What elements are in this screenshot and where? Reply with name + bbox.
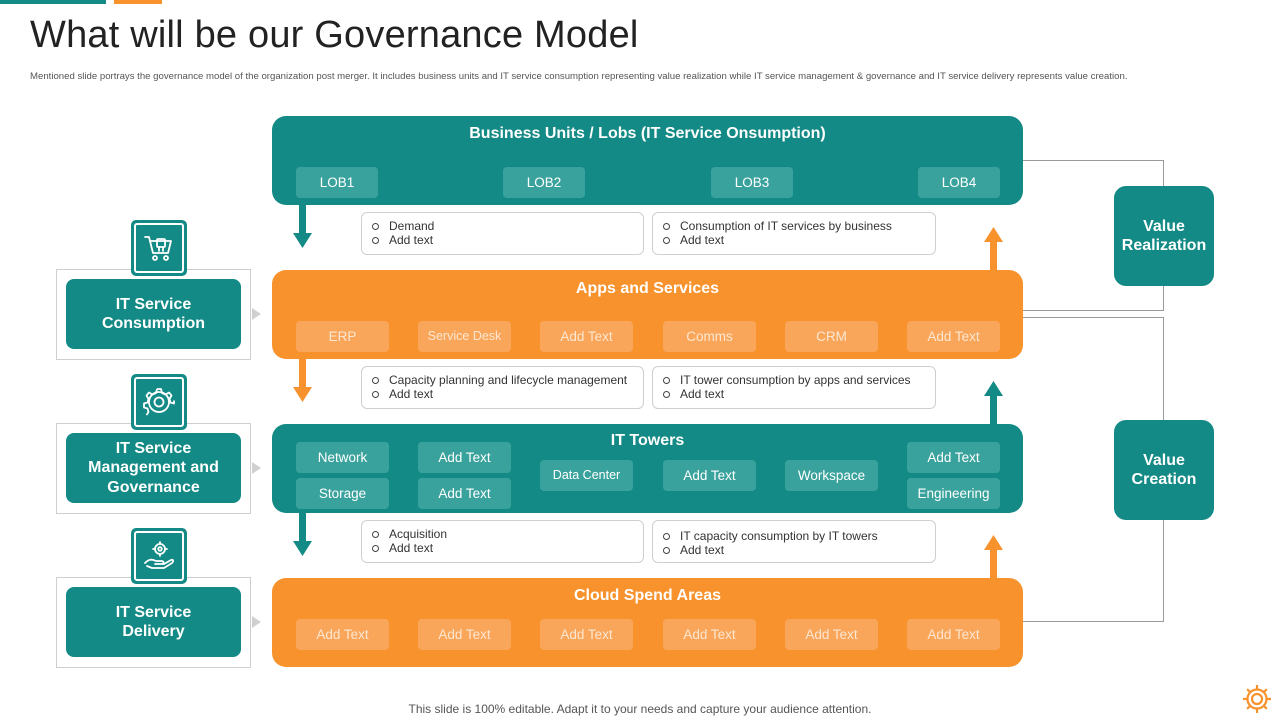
note-tower-consumption: IT tower consumption by apps and service…: [652, 366, 936, 409]
note-text: IT tower consumption by apps and service…: [680, 373, 911, 387]
chip-engineering: Engineering: [907, 478, 1000, 509]
note-text: Capacity planning and lifecycle manageme…: [389, 373, 628, 387]
pointer-management: [252, 462, 261, 474]
chip-lob3: LOB3: [711, 167, 793, 198]
chip-cloud-add-text-5: Add Text: [785, 619, 878, 650]
chip-towers-add-text-1: Add Text: [418, 442, 511, 473]
bullet-icon: [663, 532, 670, 540]
bullet-icon: [663, 236, 670, 244]
bullet-icon: [663, 222, 670, 230]
note-text: Consumption of IT services by business: [680, 219, 892, 233]
note-text: Add text: [680, 387, 725, 401]
chip-lob4: LOB4: [918, 167, 1000, 198]
icon-badge-management: [131, 374, 187, 430]
label-it-service-delivery: IT Service Delivery: [66, 587, 241, 657]
chip-crm: CRM: [785, 321, 878, 352]
band-cloud-spend: Cloud Spend Areas: [272, 578, 1023, 667]
chip-service-desk: Service Desk: [418, 321, 511, 352]
note-text: Demand: [389, 219, 435, 233]
arrow-down-1: [293, 205, 312, 248]
chip-towers-add-text-2: Add Text: [418, 478, 511, 509]
note-text: Add text: [389, 387, 434, 401]
chip-cloud-add-text-1: Add Text: [296, 619, 389, 650]
gear-icon: [1243, 685, 1271, 713]
value-realization-box: Value Realization: [1114, 186, 1214, 286]
chip-storage: Storage: [296, 478, 389, 509]
pointer-consumption: [252, 308, 261, 320]
bullet-icon: [663, 376, 670, 384]
chip-apps-add-text-1: Add Text: [540, 321, 633, 352]
bullet-icon: [372, 390, 379, 398]
bullet-icon: [372, 376, 379, 384]
arrow-up-2: [984, 381, 1003, 424]
chip-data-center: Data Center: [540, 460, 633, 491]
note-capacity-planning: Capacity planning and lifecycle manageme…: [361, 366, 644, 409]
label-it-service-consumption: IT Service Consumption: [66, 279, 241, 349]
note-text: Add text: [389, 233, 434, 247]
value-creation-box: Value Creation: [1114, 420, 1214, 520]
icon-badge-delivery: [131, 528, 187, 584]
page-subtitle: Mentioned slide portrays the governance …: [30, 71, 1128, 82]
label-it-service-management: IT Service Management and Governance: [66, 433, 241, 503]
band-apps-services: Apps and Services: [272, 270, 1023, 359]
hand-gear-icon: [144, 541, 174, 569]
accent-bar-teal: [0, 0, 106, 4]
gear-icon: [143, 388, 175, 416]
band-title: IT Towers: [610, 432, 685, 449]
bullet-icon: [372, 530, 379, 538]
chip-cloud-add-text-2: Add Text: [418, 619, 511, 650]
chip-lob2: LOB2: [503, 167, 585, 198]
band-title: Apps and Services: [575, 280, 720, 297]
band-business-units: Business Units / Lobs (IT Service Onsump…: [272, 116, 1023, 205]
bullet-icon: [663, 546, 670, 554]
arrow-up-1: [984, 227, 1003, 270]
footer-note: This slide is 100% editable. Adapt it to…: [408, 702, 872, 716]
icon-badge-consumption: [131, 220, 187, 276]
chip-apps-add-text-2: Add Text: [907, 321, 1000, 352]
band-title: Cloud Spend Areas: [574, 587, 721, 604]
band-title: Business Units / Lobs (IT Service Onsump…: [469, 125, 826, 142]
chip-cloud-add-text-4: Add Text: [663, 619, 756, 650]
pointer-delivery: [252, 616, 261, 628]
note-text: Acquisition: [389, 527, 448, 541]
note-text: Add text: [680, 233, 725, 247]
chip-cloud-add-text-3: Add Text: [540, 619, 633, 650]
chip-towers-add-text-3: Add Text: [663, 460, 756, 491]
chip-erp: ERP: [296, 321, 389, 352]
bullet-icon: [372, 222, 379, 230]
bullet-icon: [663, 390, 670, 398]
accent-bar-orange: [114, 0, 162, 4]
chip-lob1: LOB1: [296, 167, 378, 198]
note-text: Add text: [680, 543, 725, 557]
note-capacity-consumption: IT capacity consumption by IT towers Add…: [652, 520, 936, 563]
arrow-down-2: [293, 359, 312, 402]
arrow-down-3: [293, 513, 312, 556]
page-title: What will be our Governance Model: [30, 14, 639, 56]
note-acquisition: Acquisition Add text: [361, 520, 644, 563]
note-consumption: Consumption of IT services by business A…: [652, 212, 936, 255]
bullet-icon: [372, 544, 379, 552]
chip-workspace: Workspace: [785, 460, 878, 491]
note-text: IT capacity consumption by IT towers: [680, 529, 878, 543]
chip-comms: Comms: [663, 321, 756, 352]
bullet-icon: [372, 236, 379, 244]
band-it-towers: IT Towers: [272, 424, 1023, 513]
note-text: Add text: [389, 541, 434, 555]
chip-towers-add-text-4: Add Text: [907, 442, 1000, 473]
note-demand: Demand Add text: [361, 212, 644, 255]
chip-network: Network: [296, 442, 389, 473]
chip-cloud-add-text-6: Add Text: [907, 619, 1000, 650]
arrow-up-3: [984, 535, 1003, 578]
shopping-cart-icon: [144, 236, 172, 261]
